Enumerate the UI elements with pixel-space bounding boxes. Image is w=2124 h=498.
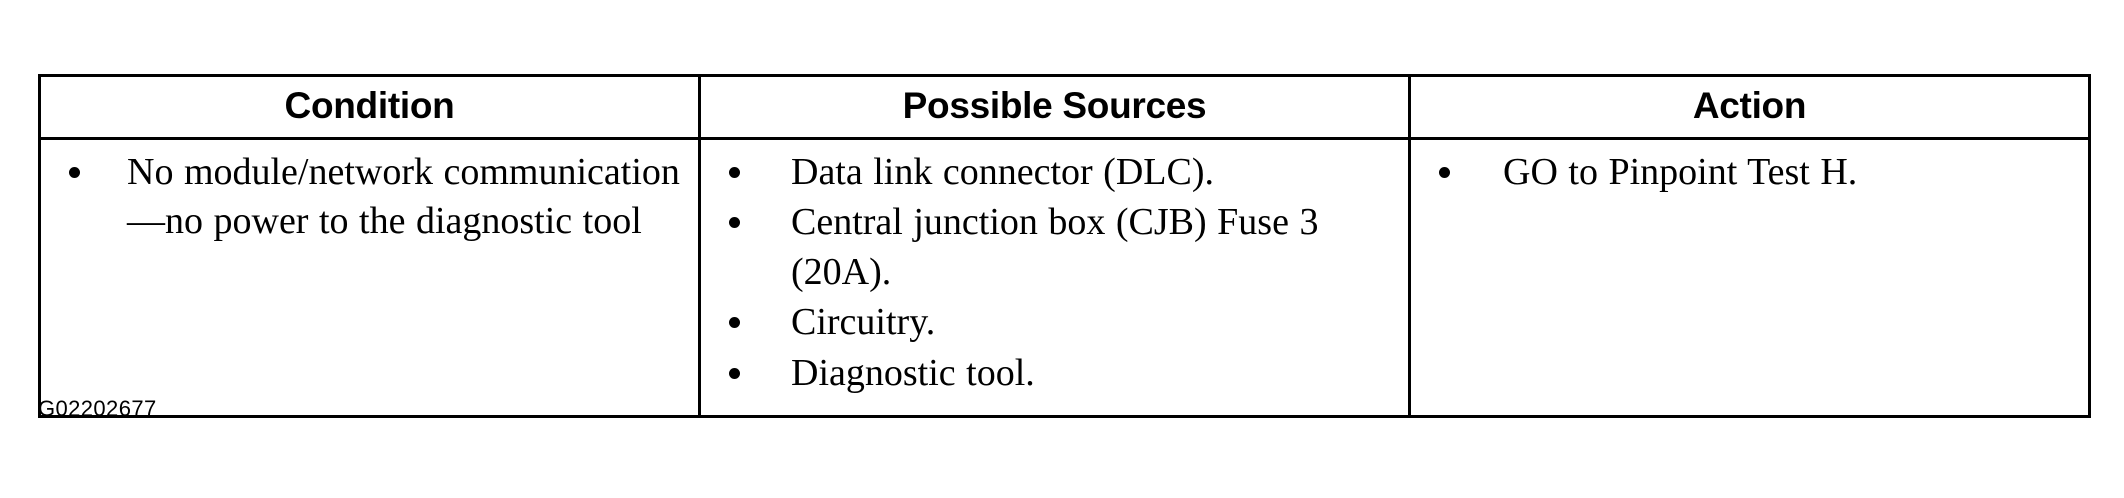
list-item: GO to Pinpoint Test H. — [1421, 148, 2078, 197]
cell-condition: No module/network communication —no powe… — [38, 137, 701, 418]
table-header-row: Condition Possible Sources Action — [38, 74, 2091, 140]
list-item-label: Circuitry. — [791, 301, 936, 344]
column-header-possible-sources: Possible Sources — [698, 74, 1411, 140]
cell-possible-sources: Data link connector (DLC). Central junct… — [698, 137, 1411, 418]
list-item-label: No module/network communication —no powe… — [127, 151, 680, 243]
table-row: No module/network communication —no powe… — [38, 137, 2091, 418]
bullet-icon — [69, 167, 80, 178]
list-item-label: Central junction box (CJB) Fuse 3 (20A). — [791, 201, 1319, 293]
table-header: Condition Possible Sources Action — [38, 74, 2091, 140]
bullet-icon — [729, 217, 740, 229]
table-body: No module/network communication —no powe… — [38, 137, 2091, 418]
action-list: GO to Pinpoint Test H. — [1421, 148, 2078, 197]
list-item: Circuitry. — [711, 298, 1398, 347]
diagnostic-table-container: Condition Possible Sources Action No mod… — [38, 74, 2091, 418]
cell-action: GO to Pinpoint Test H. — [1408, 137, 2091, 418]
list-item: Central junction box (CJB) Fuse 3 (20A). — [711, 198, 1398, 297]
possible-sources-list: Data link connector (DLC). Central junct… — [711, 148, 1398, 398]
list-item-label: Data link connector (DLC). — [791, 151, 1214, 193]
column-header-condition: Condition — [38, 74, 701, 140]
bullet-icon — [729, 367, 740, 379]
diagnostic-table: Condition Possible Sources Action No mod… — [38, 74, 2091, 418]
figure-caption: G02202677 — [38, 396, 157, 421]
list-item: No module/network communication —no powe… — [51, 148, 688, 247]
list-item: Diagnostic tool. — [711, 349, 1398, 398]
bullet-icon — [729, 167, 740, 178]
list-item-label: GO to Pinpoint Test H. — [1503, 151, 1858, 193]
bullet-icon — [729, 317, 740, 329]
list-item-label: Diagnostic tool. — [791, 351, 1035, 394]
column-header-action: Action — [1408, 74, 2091, 140]
bullet-icon — [1439, 167, 1450, 178]
condition-list: No module/network communication —no powe… — [51, 148, 688, 247]
list-item: Data link connector (DLC). — [711, 148, 1398, 197]
